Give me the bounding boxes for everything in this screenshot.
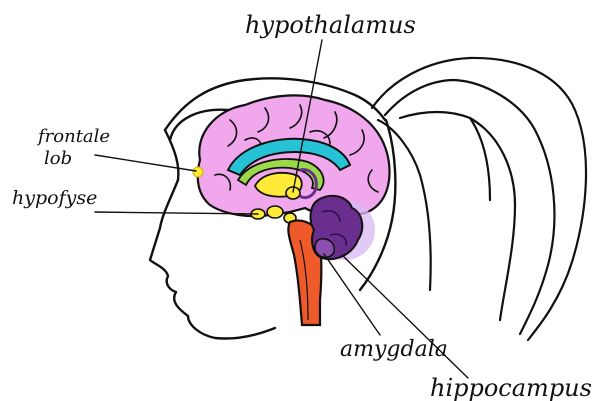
- hair-ponytail: [372, 58, 586, 340]
- label-amygdala: amygdala: [340, 337, 448, 362]
- label-hypothalamus: hypothalamus: [245, 11, 416, 39]
- label-hippocampus: hippocampus: [430, 374, 592, 401]
- frontal-lobe-spot: [193, 167, 203, 177]
- pointer-amygdala: [324, 254, 380, 335]
- pointer-frontal-lobe: [95, 155, 196, 171]
- label-frontal-lobe-line2: lob: [44, 148, 72, 169]
- label-frontal-lobe-line1: frontale: [36, 126, 110, 147]
- label-pituitary: hypofyse: [12, 187, 97, 209]
